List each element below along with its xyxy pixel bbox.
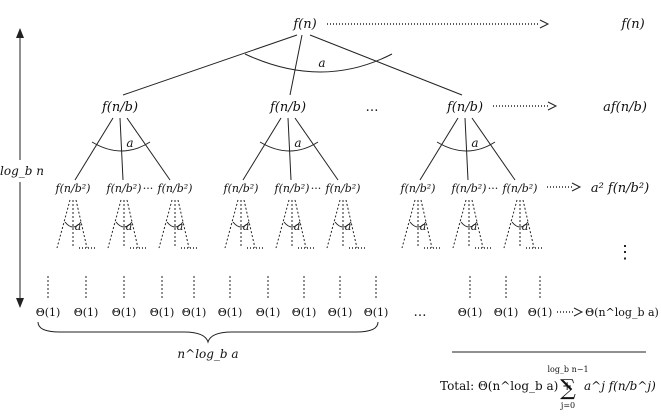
level3-branch-label: a: [471, 220, 478, 233]
level2-node: f(n/b²): [451, 182, 487, 195]
root-edge-middle: [289, 34, 303, 96]
leaf-stubs: [47, 276, 541, 298]
total-prefix: Total: Θ(n^log_b a) +: [440, 379, 572, 393]
level1-cost-arrow: [547, 101, 558, 111]
height-arrow-bottom: [16, 298, 24, 308]
leaf-node: Θ(1): [36, 306, 61, 319]
level1-subtree-2-edges: [242, 117, 339, 181]
leaf-node: Θ(1): [328, 306, 353, 319]
level2-group-1: f(n/b²) f(n/b²) ··· f(n/b²): [55, 182, 193, 195]
root-branch-label: a: [318, 56, 325, 70]
leaf-cost-arrow: [573, 307, 584, 317]
level1-subtree-1-branch-label: a: [126, 136, 133, 150]
leaf-node: Θ(1): [364, 306, 389, 319]
right-vertical-dots: ⋮: [616, 242, 634, 263]
level2-cost-label: a² f(n/b²): [591, 181, 649, 196]
level2-node: f(n/b²): [274, 182, 310, 195]
level1-cost-label: af(n/b): [603, 100, 647, 115]
sum-upper-limit: log_b n−1: [547, 365, 588, 374]
leaf-cost-label: Θ(n^log_b a): [585, 306, 659, 319]
sum-term: a^j f(n/b^j): [584, 379, 656, 393]
leaf-node: Θ(1): [256, 306, 281, 319]
root-branch-arc: [244, 53, 393, 73]
leaf-node: Θ(1): [292, 306, 317, 319]
level1-node-2: f(n/b): [269, 100, 306, 115]
leaf-node: Θ(1): [182, 306, 207, 319]
level1-subtree-3-edges: [419, 117, 516, 181]
leaf-node: Θ(1): [494, 306, 519, 319]
level3-branch-label: a: [294, 220, 301, 233]
level3-branch-label: a: [345, 220, 352, 233]
level2-group-2: f(n/b²) f(n/b²) ··· f(n/b²): [223, 182, 361, 195]
root-node: f(n): [292, 17, 316, 32]
level2-node: f(n/b²): [55, 182, 91, 195]
leaf-node: Θ(1): [528, 306, 553, 319]
level3-branch-label: a: [420, 220, 427, 233]
level3-branch-label: a: [126, 220, 133, 233]
leaf-count-label: n^log_b a: [177, 347, 238, 361]
level2-node: f(n/b²): [325, 182, 361, 195]
sum-lower-limit: j=0: [560, 401, 575, 410]
leaf-node: Θ(1): [112, 306, 137, 319]
level2-node: f(n/b²): [502, 182, 538, 195]
level2-node: f(n/b²): [223, 182, 259, 195]
level2-node: f(n/b²): [106, 182, 142, 195]
height-arrow-top: [16, 28, 24, 38]
level2-inner-ellipsis: ···: [311, 182, 322, 195]
root-edge-right: [309, 34, 463, 96]
leaf-row: Θ(1) Θ(1) Θ(1) Θ(1) Θ(1) Θ(1) Θ(1) Θ(1) …: [36, 305, 553, 320]
tree-height-label: log_b n: [0, 164, 44, 178]
level2-group-3: f(n/b²) f(n/b²) ··· f(n/b²): [400, 182, 538, 195]
level3-branch-label: a: [75, 220, 82, 233]
level1-node-1: f(n/b): [101, 100, 138, 115]
level3-branch-label: a: [243, 220, 250, 233]
level1-ellipsis: …: [366, 100, 379, 115]
level2-node: f(n/b²): [157, 182, 193, 195]
leaf-ellipsis: …: [414, 305, 427, 320]
level1-subtree-2-branch-label: a: [294, 136, 301, 150]
sum-symbol: ∑: [560, 376, 576, 401]
level1-subtree-3-branch-label: a: [471, 136, 478, 150]
leaf-node: Θ(1): [458, 306, 483, 319]
root-cost-label: f(n): [620, 17, 644, 32]
leaf-node: Θ(1): [74, 306, 99, 319]
level2-inner-ellipsis: ···: [143, 182, 154, 195]
level2-node: f(n/b²): [400, 182, 436, 195]
leaf-node: Θ(1): [218, 306, 243, 319]
level3-branch-label: a: [522, 220, 529, 233]
level2-inner-ellipsis: ···: [488, 182, 499, 195]
level2-cost-arrow: [571, 182, 582, 192]
leaf-node: Θ(1): [150, 306, 175, 319]
root-edge-left: [122, 34, 298, 96]
level3-fans: [56, 199, 542, 249]
root-cost-arrow: [539, 19, 550, 29]
level1-node-3: f(n/b): [446, 100, 483, 115]
level3-branch-label: a: [177, 220, 184, 233]
leaf-count-brace: [37, 321, 379, 344]
level1-subtree-1-edges: [74, 117, 171, 181]
